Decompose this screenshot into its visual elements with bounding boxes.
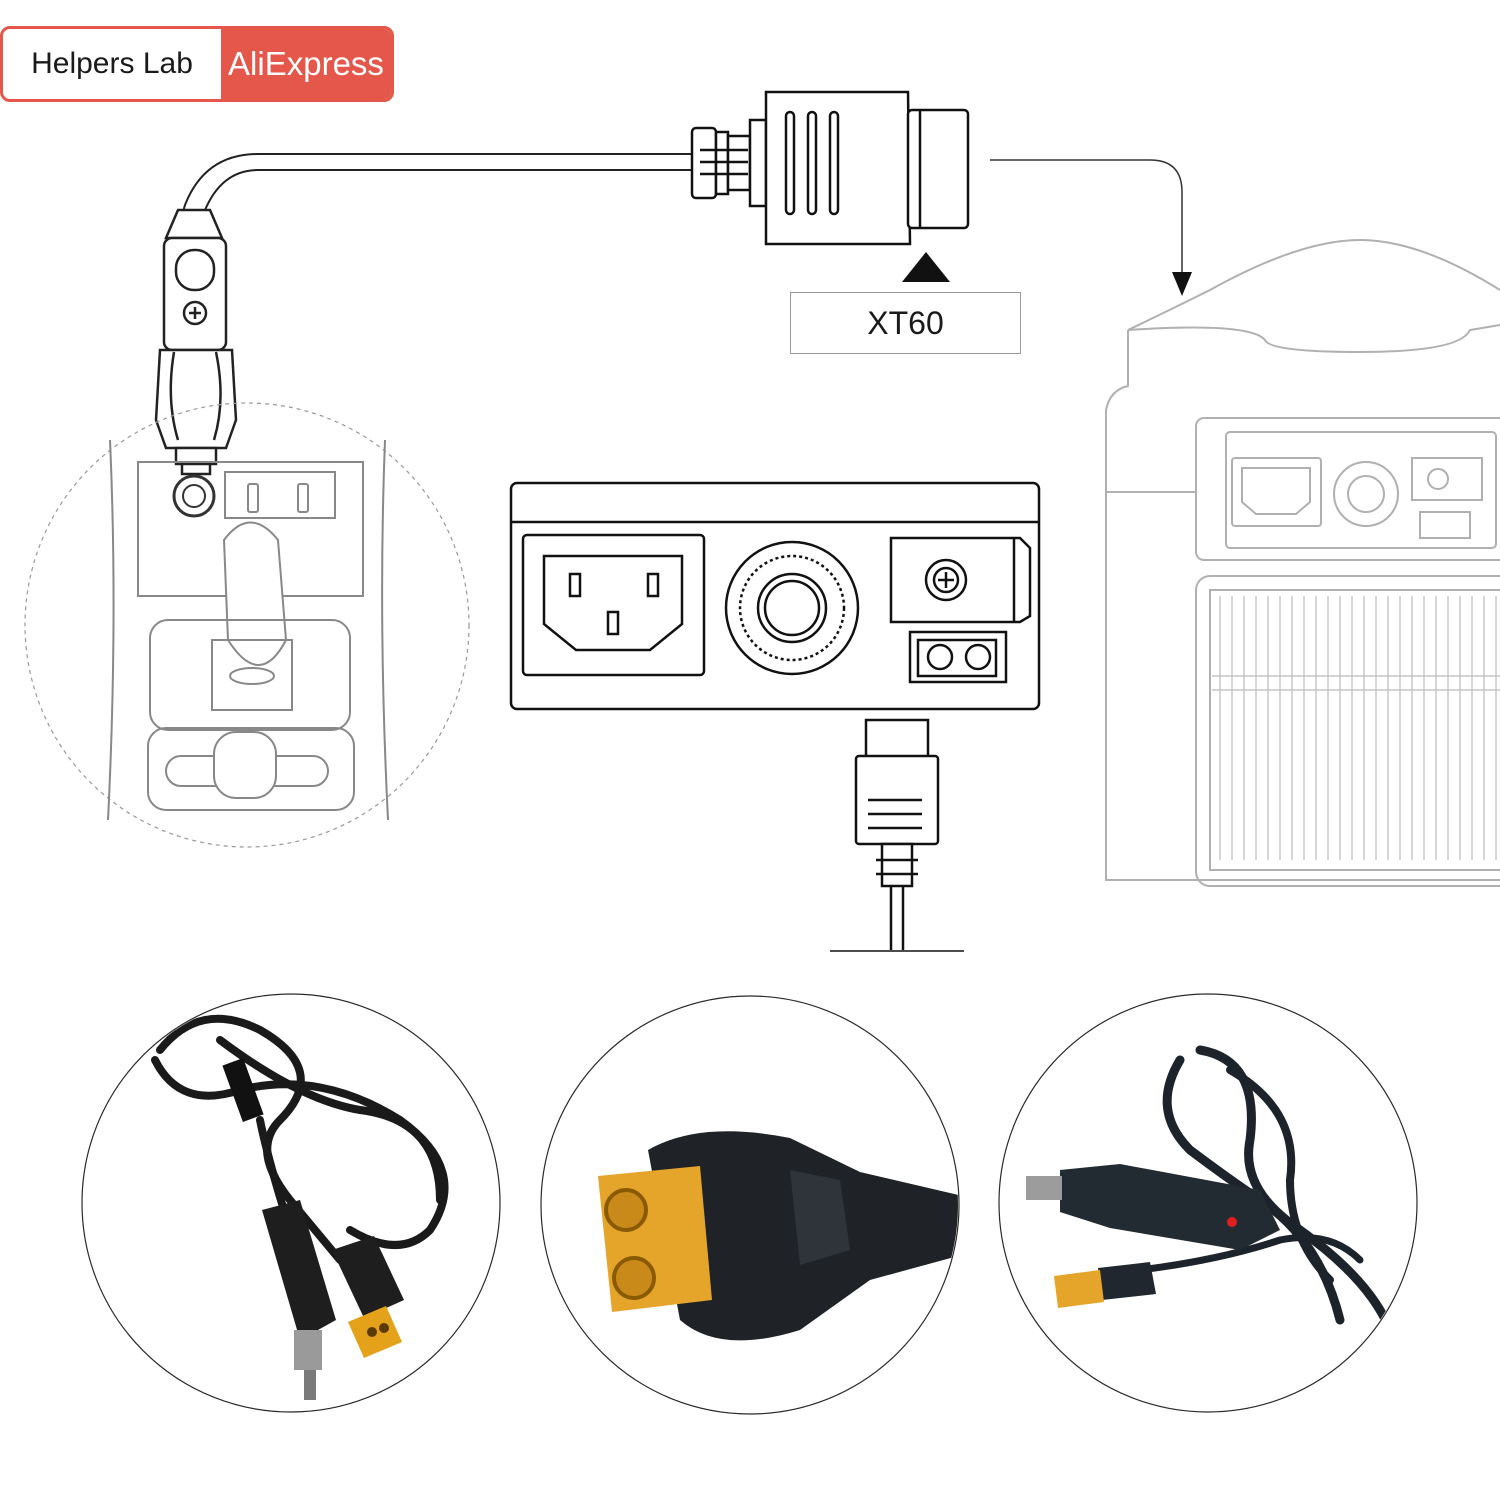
cable-with-plug-photo [998,993,1418,1413]
coiled-cable-photo [81,993,501,1413]
car-lighter-plug-icon [154,208,238,476]
brand-name: AliExpress [221,29,391,99]
xt60-label: XT60 [790,292,1021,354]
cable-icon [179,153,692,223]
port-panel-icon [509,481,1041,711]
power-station-icon [1105,238,1500,887]
car-console-icon [24,402,470,848]
store-name: Helpers Lab [31,47,193,80]
xt60-cable-icon [830,718,964,952]
store-badge: Helpers Lab AliExpress [0,26,394,102]
xt60-plug-icon [690,90,970,246]
xt60-connector-closeup-photo [540,995,960,1415]
arrow-icon [990,159,1192,296]
pointer-arrow-icon [902,252,950,282]
